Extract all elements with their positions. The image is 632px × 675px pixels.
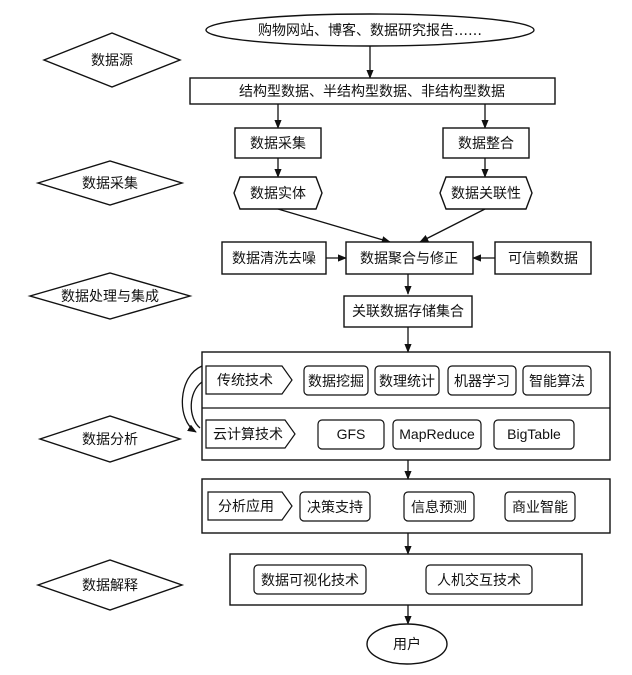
- traditional-item-0-label: 数据挖掘: [308, 374, 364, 390]
- application-item-2-label: 商业智能: [512, 500, 568, 516]
- application-item-1-label: 信息预测: [411, 499, 467, 516]
- node-entity: 数据实体: [233, 176, 323, 210]
- node-relation: 数据关联性: [439, 176, 533, 210]
- interpretation-frame: 数据可视化技术 人机交互技术: [229, 553, 583, 606]
- cloud-tech-tag: 云计算技术: [205, 419, 296, 449]
- node-relation-label: 数据关联性: [451, 186, 521, 202]
- cloud-item-2-label: BigTable: [507, 426, 561, 442]
- interpretation-item-0-label: 数据可视化技术: [261, 573, 359, 589]
- stage-interpretation-label: 数据解释: [82, 578, 138, 594]
- interpretation-item-1-label: 人机交互技术: [437, 572, 521, 589]
- analysis-frame: 传统技术 数据挖掘 数理统计 机器学习 智能算法 云计算技术 GFS Map: [201, 351, 611, 461]
- node-user: 用户: [366, 623, 448, 665]
- node-integrate: 数据整合: [442, 127, 530, 159]
- interpretation-item-0: 数据可视化技术: [253, 564, 367, 595]
- stage-collection: 数据采集: [35, 160, 185, 206]
- node-collect-label: 数据采集: [250, 135, 306, 152]
- edge-entity-to-aggregate: [277, 208, 391, 244]
- cloud-item-2: BigTable: [493, 419, 575, 450]
- node-sources-label: 购物网站、博客、数据研究报告……: [258, 22, 482, 39]
- interpretation-item-1: 人机交互技术: [425, 564, 533, 595]
- node-entity-label: 数据实体: [250, 186, 306, 202]
- cloud-item-0-label: GFS: [337, 426, 366, 442]
- stage-analysis: 数据分析: [37, 415, 183, 463]
- application-label: 分析应用: [218, 498, 274, 515]
- node-aggregate: 数据聚合与修正: [345, 241, 474, 275]
- loop-arrow-outer: [181, 365, 203, 433]
- node-integrate-label: 数据整合: [458, 136, 514, 152]
- application-item-0-label: 决策支持: [307, 499, 363, 516]
- application-item-2: 商业智能: [504, 491, 576, 522]
- application-frame: 分析应用 决策支持 信息预测 商业智能: [201, 478, 611, 534]
- stage-source-label: 数据源: [91, 53, 133, 69]
- node-collect: 数据采集: [234, 127, 322, 159]
- traditional-tech-tag: 传统技术: [205, 365, 293, 395]
- node-storage-label: 关联数据存储集合: [352, 303, 464, 320]
- node-user-label: 用户: [393, 636, 421, 653]
- node-trusted: 可信赖数据: [494, 241, 592, 275]
- stage-collection-label: 数据采集: [82, 175, 138, 192]
- node-data-types: 结构型数据、半结构型数据、非结构型数据: [189, 77, 556, 105]
- application-tag: 分析应用: [207, 491, 293, 521]
- traditional-item-3-label: 智能算法: [529, 374, 585, 390]
- cloud-item-1-label: MapReduce: [399, 426, 475, 442]
- cloud-item-1: MapReduce: [392, 419, 482, 450]
- node-cleaning: 数据清洗去噪: [221, 241, 327, 275]
- cloud-tech-label: 云计算技术: [213, 427, 283, 443]
- node-sources: 购物网站、博客、数据研究报告……: [205, 13, 535, 47]
- traditional-item-2: 机器学习: [447, 365, 517, 396]
- stage-analysis-label: 数据分析: [82, 432, 138, 448]
- node-data-types-label: 结构型数据、半结构型数据、非结构型数据: [239, 84, 505, 100]
- traditional-item-2-label: 机器学习: [454, 374, 510, 390]
- stage-interpretation: 数据解释: [35, 559, 185, 611]
- loop-arrow-inner: [190, 381, 203, 429]
- traditional-tech-label: 传统技术: [217, 373, 273, 389]
- node-storage: 关联数据存储集合: [343, 295, 473, 328]
- traditional-item-0: 数据挖掘: [303, 365, 369, 396]
- stage-source: 数据源: [42, 32, 182, 88]
- node-trusted-label: 可信赖数据: [508, 251, 578, 267]
- cloud-item-0: GFS: [317, 419, 385, 450]
- edge-relation-to-aggregate: [419, 208, 486, 243]
- application-item-1: 信息预测: [403, 491, 475, 522]
- stage-processing-label: 数据处理与集成: [61, 288, 159, 305]
- traditional-item-1: 数理统计: [374, 365, 440, 396]
- connectors: [181, 46, 495, 625]
- application-item-0: 决策支持: [299, 491, 371, 522]
- node-cleaning-label: 数据清洗去噪: [232, 251, 316, 267]
- traditional-item-1-label: 数理统计: [379, 374, 435, 390]
- node-aggregate-label: 数据聚合与修正: [360, 251, 458, 267]
- stage-processing: 数据处理与集成: [27, 272, 193, 320]
- traditional-item-3: 智能算法: [522, 365, 592, 396]
